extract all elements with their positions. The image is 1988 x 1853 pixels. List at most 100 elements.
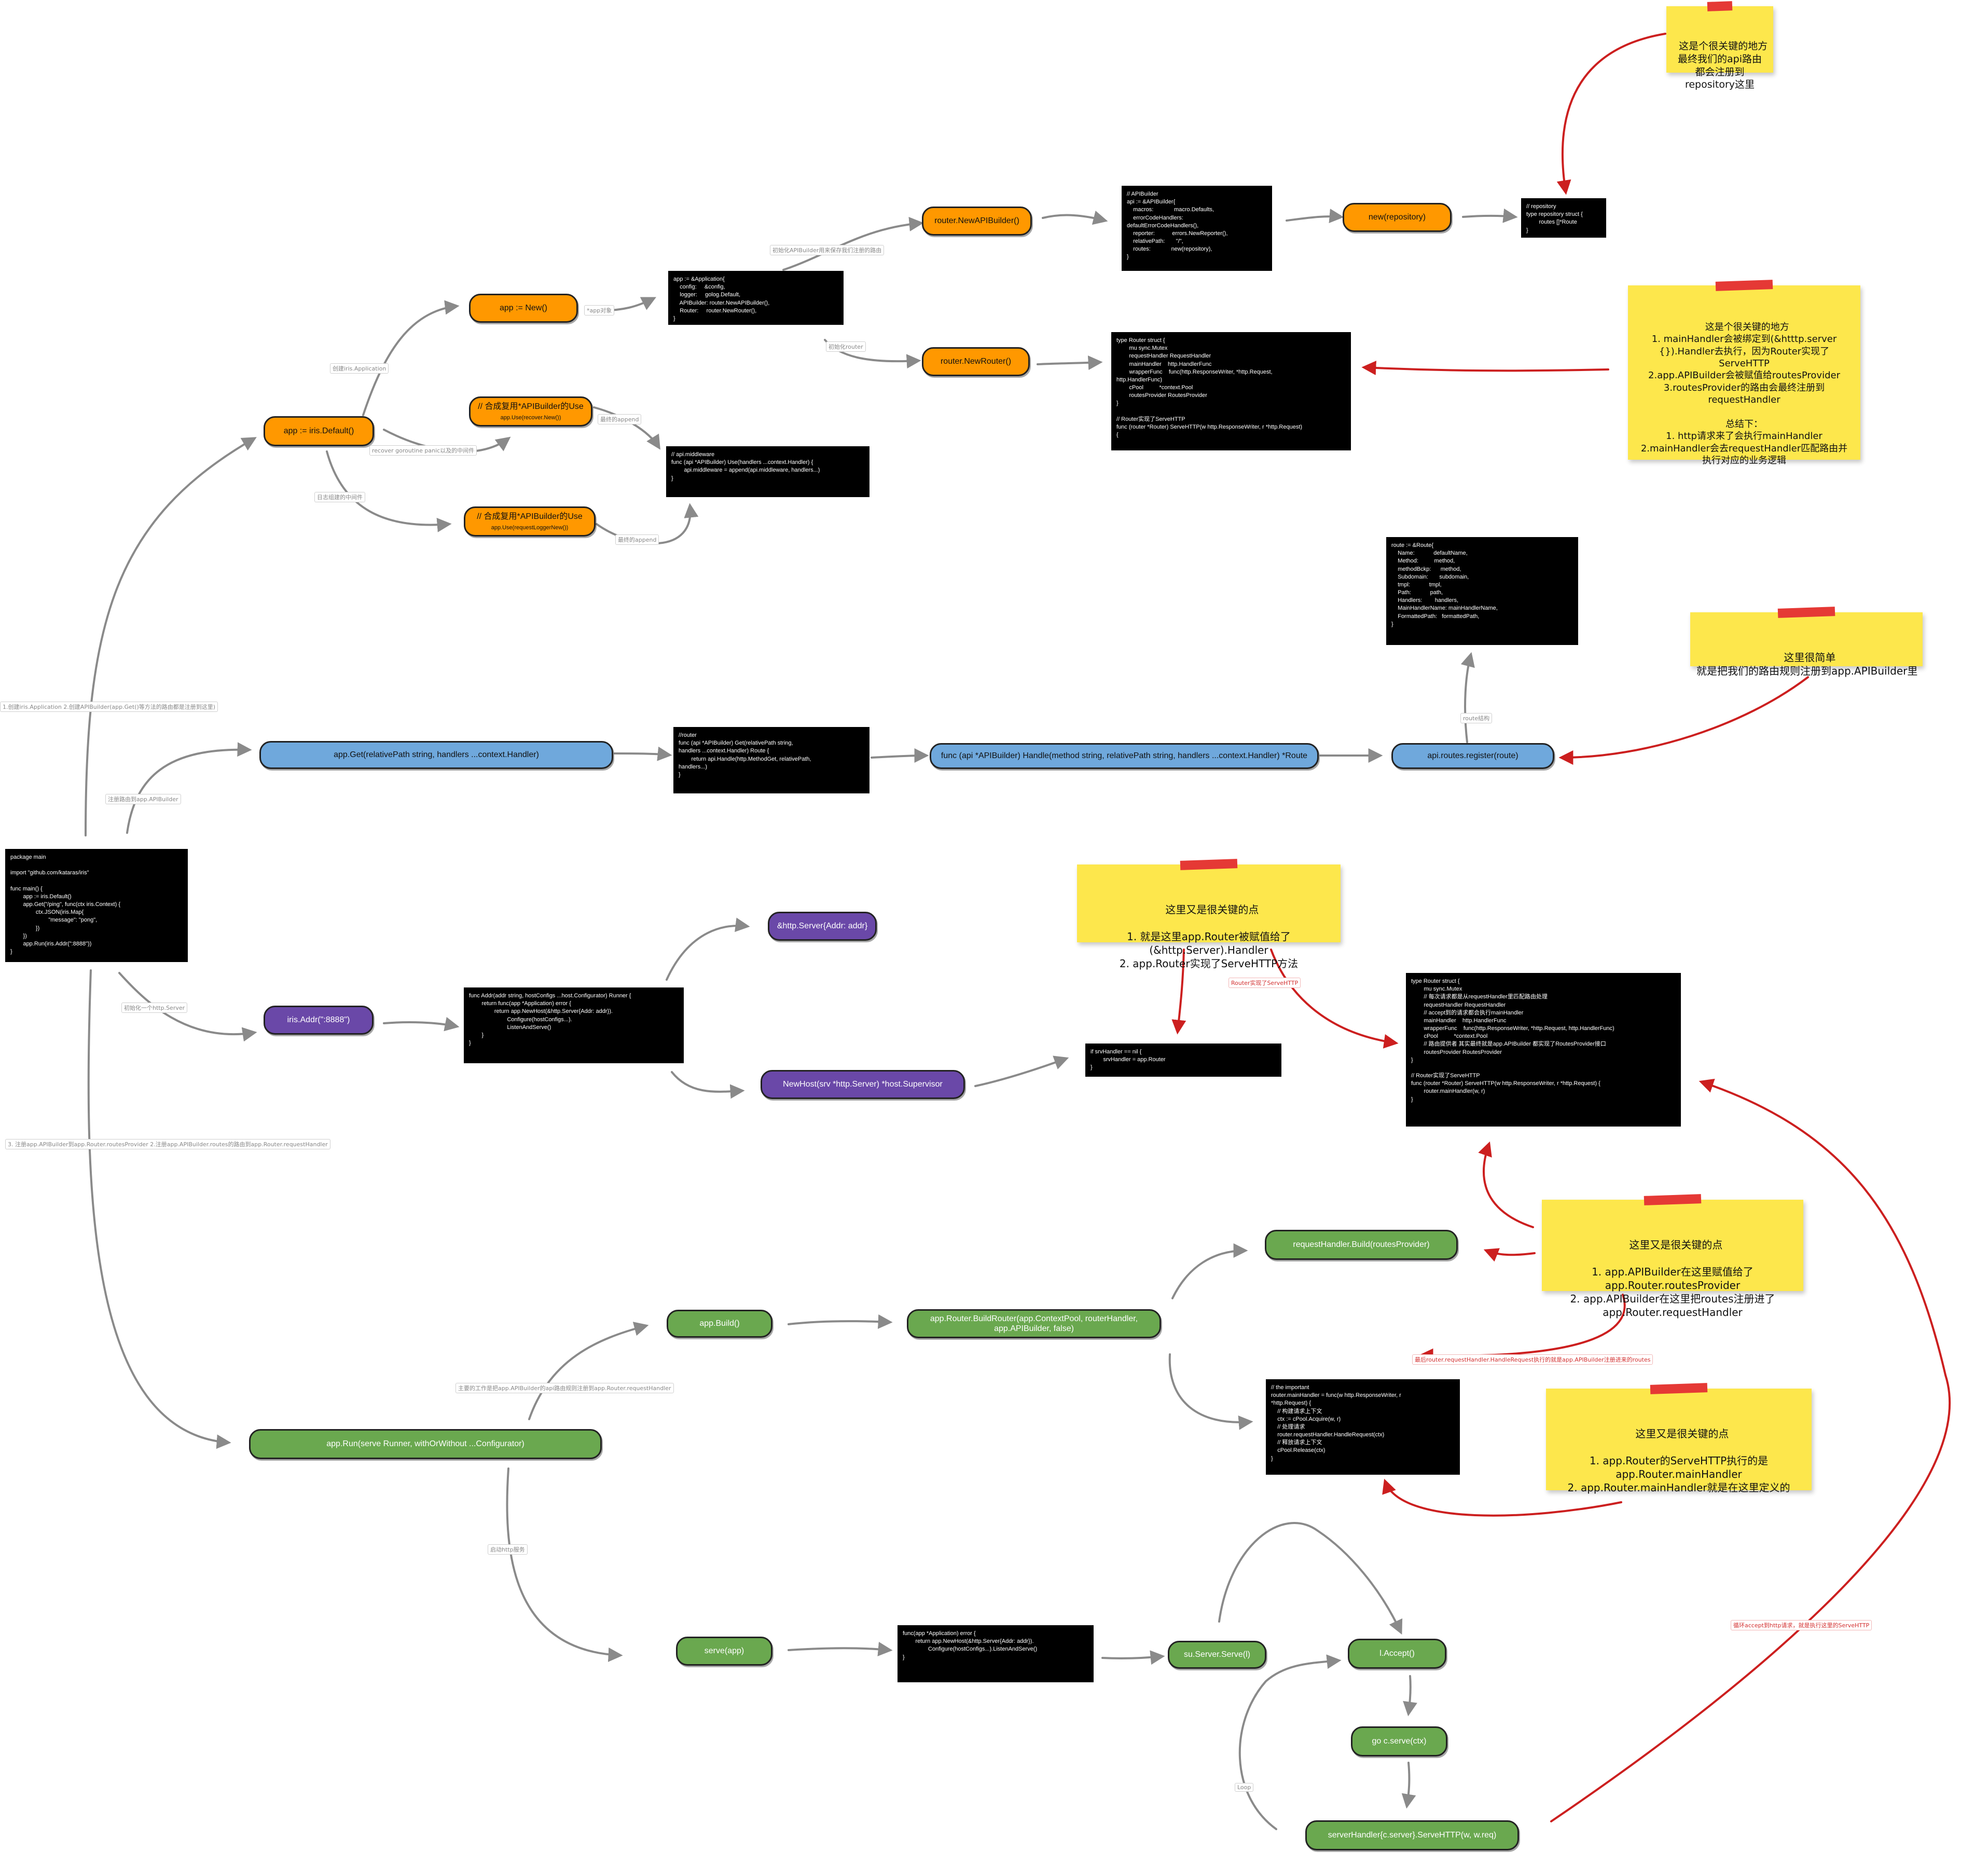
- label-step-1: 1.创建iris.Application 2.创建APIBuilder(app.…: [0, 702, 218, 712]
- note-build-text: 这里又是很关键的点 1. app.APIBuilder在这里赋值给了 app.R…: [1570, 1239, 1775, 1319]
- label-append-1: 最终的append: [598, 414, 642, 424]
- router-struct-code-block: type Router struct { mu sync.Mutex reque…: [1111, 332, 1351, 450]
- server-handler-node[interactable]: serverHandler{c.server}.ServeHTTP(w, w.r…: [1305, 1820, 1519, 1850]
- edge-appget-to-getfunc: [614, 746, 672, 761]
- edge-default-to-logger: [326, 450, 452, 532]
- note-tape: [1180, 859, 1238, 870]
- edge-goserve-to-serverhandler: [1401, 1762, 1416, 1809]
- edge-getfunc-to-handle: [871, 748, 929, 763]
- repository-code-block: // repository type repository struct { r…: [1521, 198, 1606, 238]
- edge-main-to-apprun: [87, 969, 231, 1449]
- edge-apibuilder-to-code: [1042, 210, 1108, 225]
- note-tape: [1707, 1, 1733, 11]
- iris-addr-node[interactable]: iris.Addr(":8888"): [264, 1006, 374, 1035]
- note-handler-text: 这里又是很关键的点 1. 就是这里app.Router被赋值给了 (&http.…: [1119, 903, 1299, 970]
- edge-buildrouter-to-mainhandler: [1168, 1353, 1253, 1430]
- l-accept-node[interactable]: l.Accept(): [1348, 1639, 1446, 1669]
- new-repository-node[interactable]: new(repository): [1343, 203, 1452, 232]
- build-router-node[interactable]: app.Router.BuildRouter(app.ContextPool, …: [907, 1309, 1161, 1338]
- get-func-code-block: //router func (api *APIBuilder) Get(rela…: [673, 727, 869, 793]
- use-logger-sub: app.Use(requestLoggerNew()): [491, 525, 569, 531]
- http-server-node[interactable]: &http.Server{Addr: addr}: [768, 912, 877, 941]
- main-code-block: package main import "github.com/kataras/…: [5, 849, 188, 962]
- new-router-node[interactable]: router.NewRouter(): [922, 347, 1030, 376]
- edge-register-to-route: [1460, 652, 1475, 743]
- label-route-struct: route结构: [1460, 713, 1493, 723]
- label-register-route: 注册路由到app.APIBuilder: [105, 794, 181, 804]
- edge-note-mainhandler: [1382, 1478, 1622, 1517]
- use-recover-node[interactable]: // 合成复用*APIBuilder的Use app.Use(recover.N…: [469, 396, 592, 427]
- application-code-block: app := &Application{ config: &config, lo…: [668, 271, 844, 325]
- note-repository-text: 这是个很关键的地方 最终我们的api路由 都会注册到 repository这里: [1678, 40, 1768, 91]
- serve-func-code-block: func(app *Application) error { return ap…: [898, 1625, 1094, 1682]
- note-router-text: 这是个很关键的地方 1. mainHandler会被绑定到(&htttp.ser…: [1640, 321, 1848, 466]
- edge-loop-accept: [1550, 1078, 1951, 1822]
- edge-irisaddr-to-addrfunc: [383, 1017, 460, 1032]
- use-recover-sub: app.Use(recover.New()): [500, 415, 561, 421]
- srv-handler-code-block: if srvHandler == nil { srvHandler = app.…: [1085, 1044, 1281, 1077]
- app-new-node[interactable]: app := New(): [469, 294, 578, 323]
- edge-apicode-to-repo: [1286, 209, 1344, 224]
- use-recover-title: // 合成复用*APIBuilder的Use: [478, 402, 584, 411]
- note-tape: [1777, 607, 1835, 618]
- app-run-node[interactable]: app.Run(serve Runner, withOrWithout ...C…: [249, 1429, 602, 1459]
- edge-accept-to-goserve: [1403, 1675, 1417, 1717]
- edge-note-handler-b: [1270, 949, 1399, 1049]
- note-build: 这里又是很关键的点 1. app.APIBuilder在这里赋值给了 app.R…: [1542, 1194, 1803, 1319]
- use-logger-node[interactable]: // 合成复用*APIBuilder的Use app.Use(requestLo…: [464, 506, 596, 537]
- edge-note-build-a: [1478, 1141, 1534, 1228]
- note-tape: [1644, 1194, 1702, 1205]
- edge-default-to-new: [362, 300, 460, 416]
- edge-main-to-irisaddr: [118, 972, 257, 1042]
- label-logger: 日志组建的中间件: [314, 492, 365, 502]
- label-init-api-builder: 初始化APIBuilder用来保存我们注册的路由: [770, 245, 885, 255]
- edge-main-to-default: [85, 437, 257, 836]
- note-repository: 这是个很关键的地方 最终我们的api路由 都会注册到 repository这里: [1666, 1, 1773, 90]
- edge-addrfunc-to-httpserver: [666, 917, 750, 981]
- iris-default-node[interactable]: app := iris.Default(): [264, 416, 374, 446]
- label-step-3: 3. 注册app.APIBuilder到app.Router.routesPro…: [5, 1139, 330, 1149]
- edge-build-to-buildrouter: [788, 1314, 893, 1329]
- api-builder-code-block: // APIBuilder api := &APIBuilder{ macros…: [1122, 186, 1272, 271]
- addr-func-code-block: func Addr(addr string, hostConfigs ...ho…: [464, 987, 684, 1063]
- label-loop-accept: 循环accept到http请求，就是执行这里的ServeHTTP: [1731, 1620, 1872, 1630]
- note-simple-text: 这里很简单 就是把我们的路由规则注册到app.APIBuilder里: [1696, 651, 1918, 677]
- use-logger-title: // 合成复用*APIBuilder的Use: [477, 512, 583, 521]
- api-handle-node[interactable]: func (api *APIBuilder) Handle(method str…: [930, 743, 1319, 769]
- app-get-node[interactable]: app.Get(relativePath string, handlers ..…: [259, 741, 613, 769]
- edge-newhost-to-srvhandler: [974, 1055, 1069, 1087]
- go-serve-node[interactable]: go c.serve(ctx): [1351, 1726, 1447, 1756]
- serve-app-node[interactable]: serve(app): [676, 1637, 772, 1666]
- request-handler-build-node[interactable]: requestHandler.Build(routesProvider): [1265, 1230, 1458, 1260]
- su-serve-node[interactable]: su.Server.Serve(l): [1168, 1641, 1266, 1669]
- app-build-node[interactable]: app.Build(): [667, 1310, 772, 1338]
- edge-loop: [1238, 1654, 1342, 1830]
- routes-register-node[interactable]: api.routes.register(route): [1391, 743, 1554, 769]
- edge-note-router: [1361, 361, 1609, 376]
- note-router: 这是个很关键的地方 1. mainHandler会被绑定到(&htttp.ser…: [1628, 280, 1860, 466]
- edge-apprun-to-serve: [506, 1467, 623, 1662]
- label-main-work: 主要的工作是把app.APIBuilder的api路由规则注册到app.Rout…: [455, 1383, 674, 1393]
- note-handler: 这里又是很关键的点 1. 就是这里app.Router被赋值给了 (&http.…: [1077, 859, 1341, 970]
- edge-note-repo: [1556, 33, 1666, 195]
- note-main-handler: 这里又是很关键的点 1. app.Router的ServeHTTP执行的是 ap…: [1546, 1383, 1812, 1494]
- edge-suserve-to-accept: [1218, 1522, 1403, 1635]
- note-main-handler-text: 这里又是很关键的点 1. app.Router的ServeHTTP执行的是 ap…: [1567, 1428, 1790, 1494]
- label-create-app: 创建iris.Application: [330, 363, 389, 374]
- new-api-builder-node[interactable]: router.NewAPIBuilder(): [922, 207, 1032, 236]
- edge-router-to-routercode: [1037, 355, 1103, 370]
- label-append-2: 最终的append: [615, 534, 659, 545]
- label-router-serve: Router实现了ServeHTTP: [1228, 978, 1301, 988]
- edge-apprun-to-build: [528, 1322, 649, 1420]
- edge-recover-to-middleware: [593, 406, 660, 450]
- label-init-server: 初始化一个http.Server: [121, 1003, 188, 1013]
- label-recover: recover goroutine panic以及的中间件: [369, 445, 477, 456]
- edge-note-build-b: [1483, 1248, 1536, 1262]
- edge-note-simple: [1558, 676, 1809, 765]
- new-host-node[interactable]: NewHost(srv *http.Server) *host.Supervis…: [761, 1070, 965, 1099]
- edge-repo-to-repocode: [1462, 208, 1518, 223]
- note-simple: 这里很简单 就是把我们的路由规则注册到app.APIBuilder里: [1690, 607, 1923, 677]
- label-start-http: 启动http服务: [488, 1544, 528, 1555]
- route-code-block: route := &Route{ Name: defaultName, Meth…: [1386, 537, 1578, 645]
